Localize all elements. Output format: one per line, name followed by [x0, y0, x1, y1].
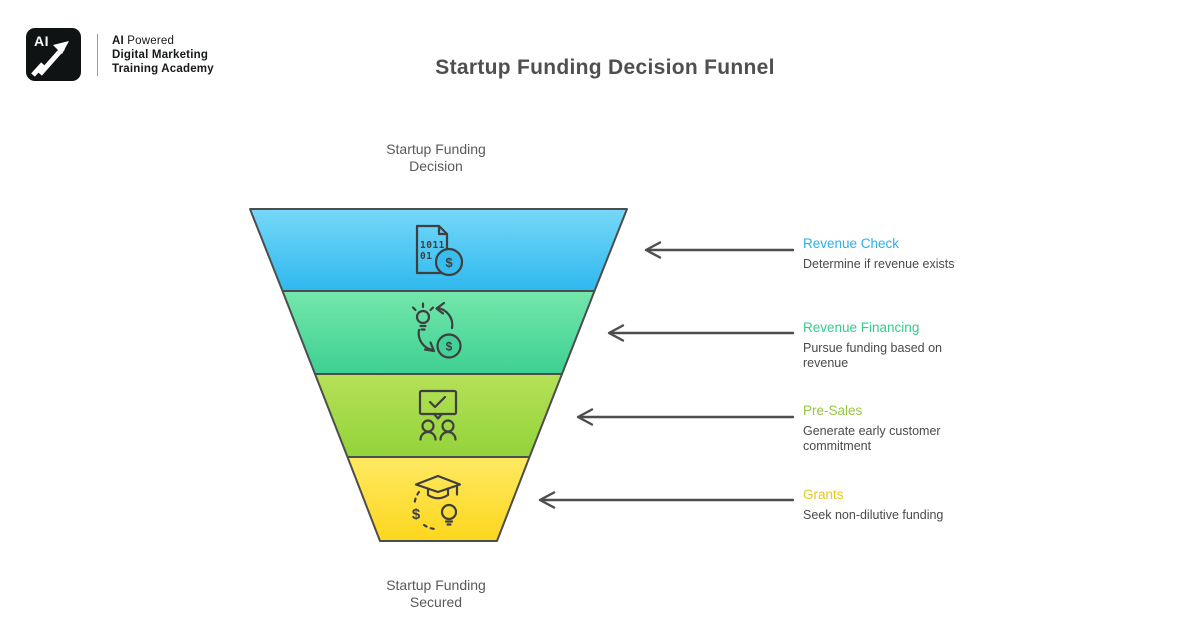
page-title: Startup Funding Decision Funnel	[435, 56, 775, 79]
svg-text:$: $	[446, 340, 453, 354]
annotation-grants: Grants Seek non-dilutive funding	[803, 487, 955, 523]
funnel-entry-label: Startup Funding Decision	[386, 141, 486, 174]
funnel-stage-pre-sales	[314, 373, 563, 458]
stage-title: Revenue Check	[803, 236, 900, 251]
logo-ai-arrow-icon: AI	[26, 28, 81, 81]
stage-title: Pre-Sales	[803, 403, 863, 418]
funnel-exit-label: Startup Funding Secured	[386, 577, 486, 610]
brand-logo: AI AI Powered Digital Marketing Training…	[26, 28, 214, 81]
stage-title: Grants	[803, 487, 844, 502]
annotation-pre-sales: Pre-Sales Generate early customer commit…	[803, 403, 955, 454]
stage-description: Generate early customer commitment	[803, 424, 941, 453]
stage-description: Determine if revenue exists	[803, 257, 955, 271]
logo-divider	[97, 33, 98, 76]
growth-arrow-icon	[31, 41, 69, 77]
annotation-revenue-check: Revenue Check Determine if revenue exist…	[803, 236, 955, 272]
arrow-revenue-check	[644, 241, 795, 259]
stage-description: Seek non-dilutive funding	[803, 508, 944, 522]
education-grant-icon: $	[412, 474, 462, 531]
logo-tagline-line2: Digital Marketing	[112, 48, 209, 61]
svg-text:1011: 1011	[420, 240, 445, 251]
svg-text:01: 01	[420, 251, 432, 262]
svg-text:$: $	[445, 255, 453, 270]
stage-description: Pursue funding based on revenue	[803, 341, 942, 370]
annotation-revenue-financing: Revenue Financing Pursue funding based o…	[803, 320, 955, 371]
arrow-grants	[538, 491, 795, 509]
funnel-stage-revenue-financing	[281, 290, 596, 375]
logo-tagline: AI Powered Digital Marketing Training Ac…	[112, 34, 214, 76]
customer-commitment-icon	[418, 389, 458, 441]
arrow-pre-sales	[576, 408, 795, 426]
logo-badge-text: AI	[34, 33, 49, 49]
logo-tagline-line1: AI Powered	[112, 34, 175, 47]
svg-text:$: $	[412, 506, 421, 523]
idea-money-exchange-icon: $	[411, 301, 462, 359]
arrow-revenue-financing	[607, 324, 795, 342]
stage-title: Revenue Financing	[803, 320, 920, 335]
binary-document-dollar-icon: 1011 01 $	[415, 224, 464, 277]
logo-tagline-line3: Training Academy	[112, 62, 214, 75]
